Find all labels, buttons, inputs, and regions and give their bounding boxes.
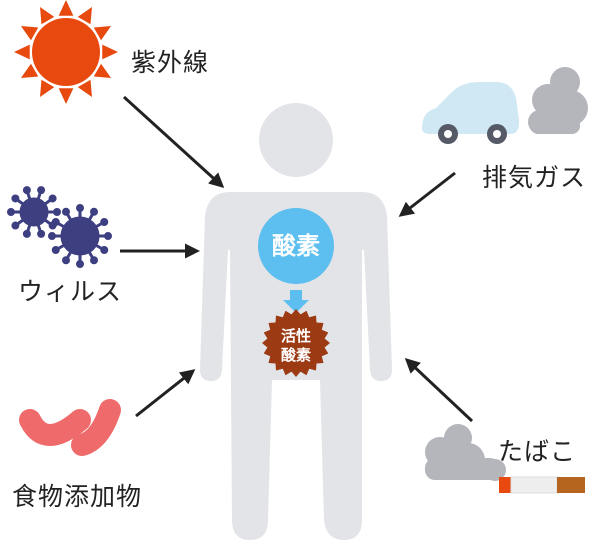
- car-icon: [422, 82, 520, 144]
- active-oxygen-label-top: 活性: [280, 327, 311, 345]
- label-uv: 紫外線: [131, 48, 210, 77]
- label-tobacco: たばこ: [498, 437, 577, 466]
- smoke-icon: [528, 67, 588, 134]
- arrow-food: [135, 369, 196, 418]
- active-oxygen-badge: [262, 309, 330, 377]
- sun-icon: [14, 0, 118, 104]
- head: [259, 103, 333, 177]
- cigarette-icon: [499, 476, 585, 494]
- virus-icon: [7, 186, 112, 268]
- arrow-uv: [122, 95, 225, 189]
- tobacco-smoke-icon: [425, 424, 506, 481]
- arrow-tobacco: [404, 357, 474, 423]
- conversion-arrow-icon: [283, 290, 309, 313]
- food-icon: [19, 399, 121, 456]
- oxygen-label: 酸素: [272, 232, 320, 260]
- label-exhaust: 排気ガス: [482, 163, 587, 192]
- label-virus: ウィルス: [18, 277, 123, 306]
- oxygen-circle: [258, 208, 334, 284]
- arrow-exhaust: [398, 171, 456, 217]
- label-food: 食物添加物: [12, 482, 143, 511]
- active-oxygen-label-bottom: 酸素: [280, 346, 311, 364]
